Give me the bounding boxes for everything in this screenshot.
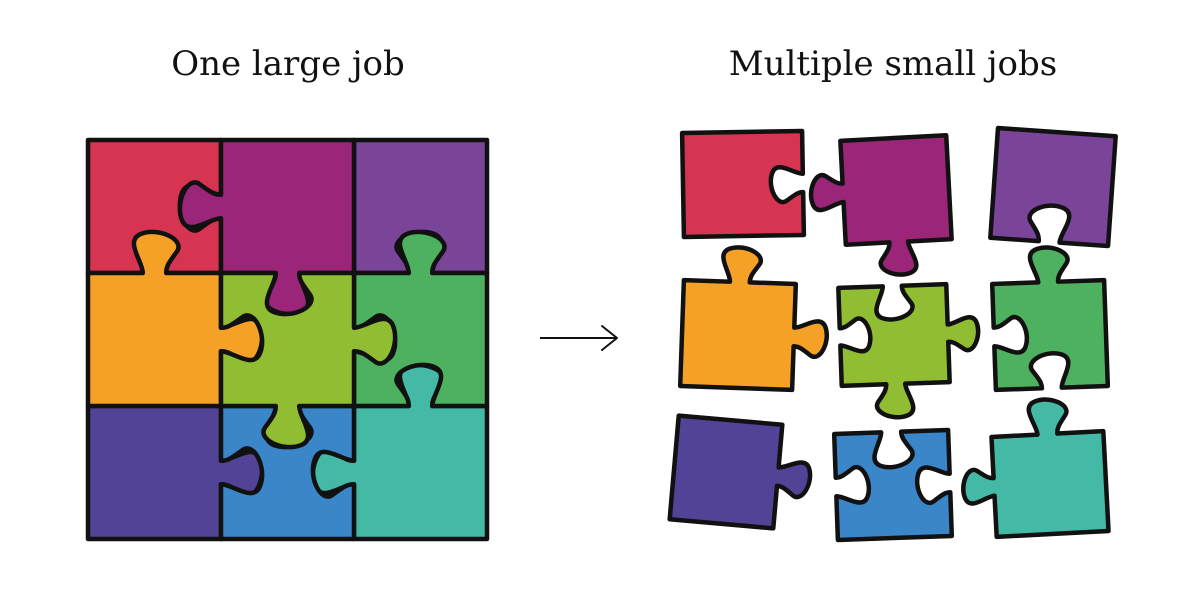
- title-one-large-job: One large job: [171, 44, 405, 84]
- assembled-puzzle: [85, 137, 490, 542]
- assembled-piece-5: [218, 270, 398, 450]
- right-arrow-icon: [540, 325, 618, 351]
- title-multiple-small-jobs: Multiple small jobs: [728, 44, 1058, 84]
- separate-piece-5: [836, 281, 981, 420]
- separated-puzzle: [667, 125, 1118, 543]
- separate-piece-6: [989, 245, 1111, 393]
- separate-piece-3: [988, 125, 1118, 249]
- separate-piece-7: [667, 413, 813, 531]
- separate-piece-4: [677, 245, 829, 393]
- separate-piece-9: [961, 397, 1111, 540]
- separate-piece-1: [679, 128, 807, 240]
- separate-piece-8: [831, 427, 955, 543]
- separate-piece-2: [808, 133, 954, 277]
